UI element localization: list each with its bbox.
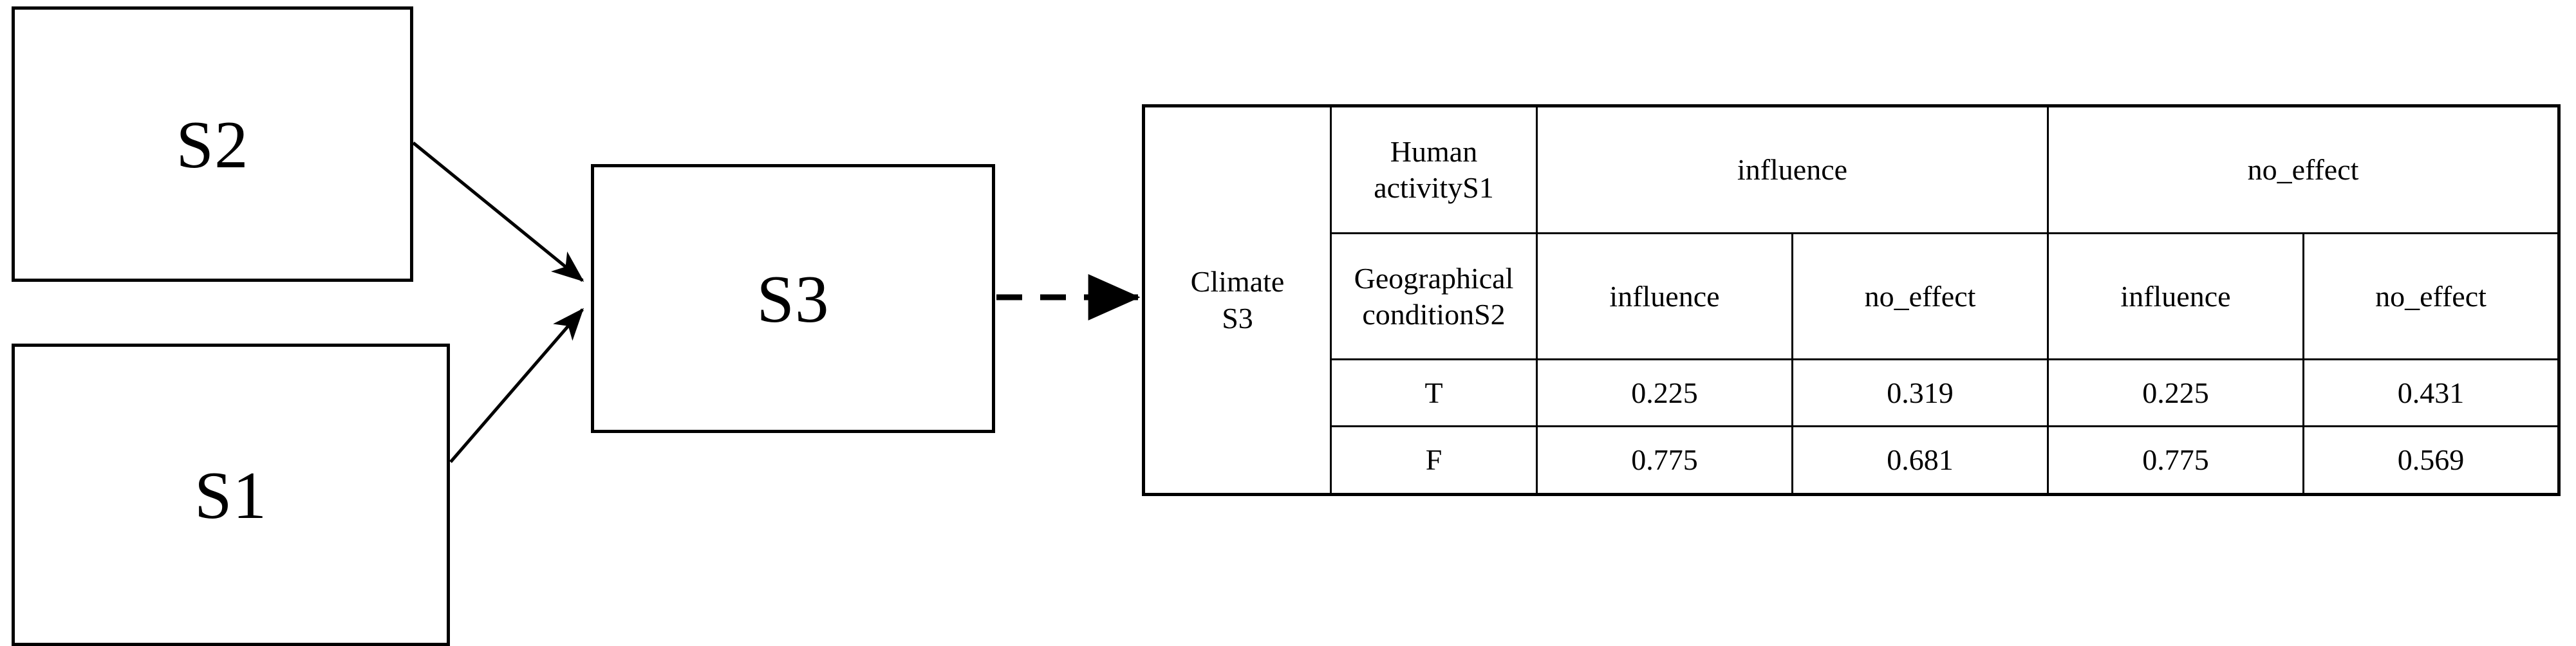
cpt-parent2-state-1: no_effect (1791, 232, 2049, 361)
node-s2[interactable]: S2 (12, 6, 413, 282)
table-row-header-2: Geographical conditionS2 influence no_ef… (1144, 232, 2560, 361)
cpt-parent2-state-0: influence (1536, 232, 1793, 361)
cpt-parent2-state-3: no_effect (2302, 232, 2560, 361)
cpt-row-state-F: F (1330, 425, 1538, 495)
cpt-row-variable-line2: S3 (1222, 301, 1253, 335)
table-row-header-1: Climate S3 Human activityS1 influence no… (1143, 104, 2560, 495)
node-s2-label: S2 (176, 106, 249, 182)
node-s3[interactable]: S3 (591, 164, 995, 433)
cpt-table: Climate S3 Human activityS1 influence no… (1142, 104, 2561, 496)
cpt-cell-T-2: 0.225 (2047, 358, 2304, 428)
cpt-parent1-state-no-effect: no_effect (2047, 104, 2560, 235)
cpt-parent1-header: Human activityS1 (1330, 104, 1538, 235)
cpt-parent1-line2: activityS1 (1374, 171, 1494, 205)
cpt-row-variable-header: Climate S3 (1143, 105, 1332, 495)
node-s1-label: S1 (194, 457, 267, 533)
cpt-parent2-line2: conditionS2 (1362, 297, 1506, 331)
cpt-cell-F-0: 0.775 (1536, 425, 1793, 495)
cpt-cell-T-3: 0.431 (2302, 358, 2560, 428)
cpt-cell-F-2: 0.775 (2047, 425, 2304, 495)
table-row: F 0.775 0.681 0.775 0.569 (1144, 425, 2560, 495)
cpt-cell-F-1: 0.681 (1791, 425, 2049, 495)
cpt-row-variable-line1: Climate (1190, 265, 1285, 299)
node-s3-label: S3 (756, 261, 830, 337)
cpt-cell-T-0: 0.225 (1536, 358, 1793, 428)
cpt-parent2-line1: Geographical (1354, 261, 1514, 295)
cpt-parent2-header: Geographical conditionS2 (1330, 232, 1538, 361)
table-row: T 0.225 0.319 0.225 0.431 (1144, 358, 2560, 428)
cpt-row-state-T: T (1330, 358, 1538, 428)
cpt-cell-T-1: 0.319 (1791, 358, 2049, 428)
node-s1[interactable]: S1 (12, 344, 450, 646)
edge-s2-to-s3 (412, 142, 584, 282)
edge-s1-to-s3 (449, 308, 584, 463)
cpt-parent2-state-2: influence (2047, 232, 2304, 361)
cpt-parent1-state-influence: influence (1536, 104, 2049, 235)
cpt-table-wrapper: Climate S3 Human activityS1 influence no… (1142, 104, 2561, 496)
cpt-parent1-line1: Human (1390, 134, 1478, 168)
cpt-cell-F-3: 0.569 (2302, 425, 2560, 495)
